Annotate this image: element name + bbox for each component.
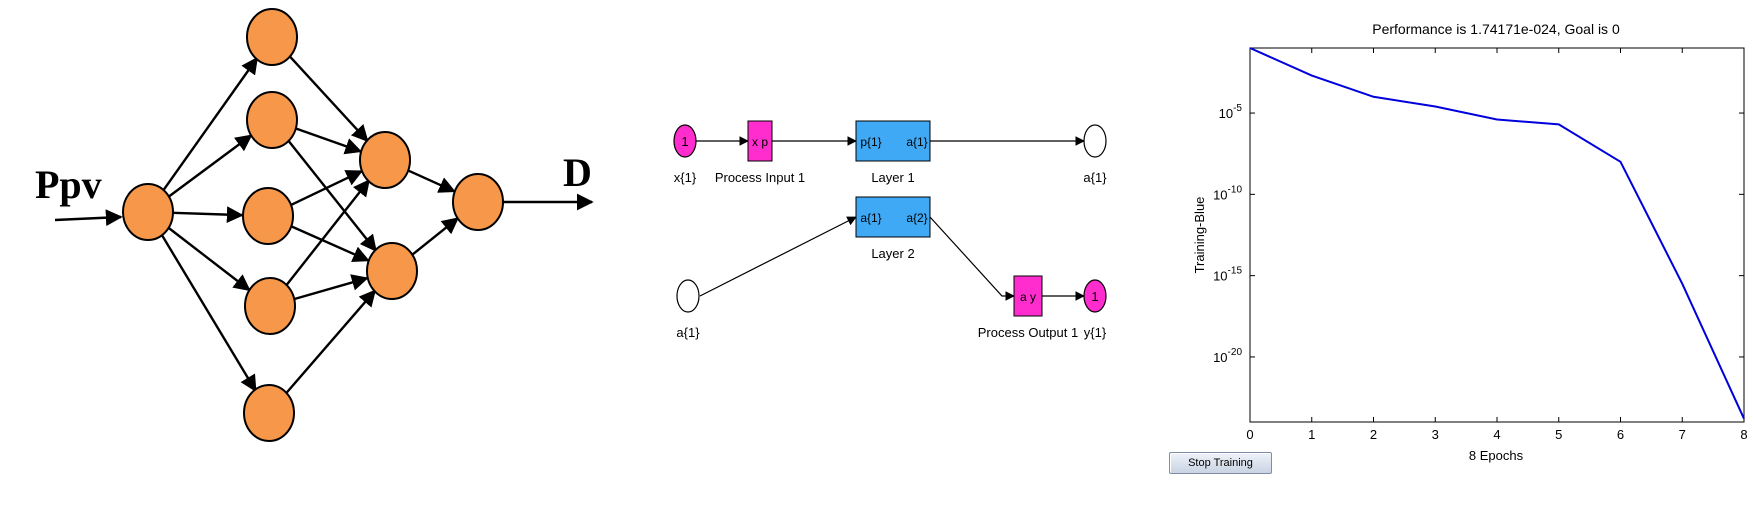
simulink-network-diagram: 1 x{1} x p Process Input 1 p{1} a{1} Lay… — [660, 0, 1140, 505]
y-axis-label: Training-Blue — [1192, 197, 1207, 274]
connection-h1-g1 — [288, 54, 369, 143]
connection-h4-g2 — [293, 274, 369, 301]
x-tick-label: 1 — [1308, 427, 1315, 442]
input-port-label: x{1} — [674, 170, 697, 185]
connection-h4-g1 — [284, 179, 370, 288]
input-port-x1[interactable]: 1 — [673, 124, 697, 158]
training-performance-window: Performance is 1.74171e-024, Goal is 0 1… — [1160, 0, 1754, 505]
connection-h2-g2 — [286, 138, 377, 252]
x-tick-label: 0 — [1246, 427, 1253, 442]
stop-training-button[interactable]: Stop Training — [1169, 452, 1272, 474]
neuron-g1 — [359, 131, 411, 189]
x-tick-label: 3 — [1432, 427, 1439, 442]
wire-a1-to-layer2 — [699, 216, 857, 297]
neuron-h2 — [246, 91, 298, 149]
process-input-label: Process Input 1 — [715, 170, 805, 185]
layer2-input-port-a1[interactable] — [676, 279, 700, 313]
connection-h2-g1 — [295, 127, 363, 155]
connection-in-h3 — [172, 206, 244, 224]
y-tick-label: 10-20 — [1213, 347, 1242, 365]
x-tick-label: 4 — [1493, 427, 1500, 442]
x-tick-label: 2 — [1370, 427, 1377, 442]
network-connections — [54, 54, 594, 395]
output-port-y1-label: y{1} — [1084, 325, 1107, 340]
connection-g2-out — [410, 217, 460, 257]
layer2-label: Layer 2 — [871, 246, 914, 261]
neuron-out — [452, 173, 504, 231]
neuron-h4 — [244, 277, 296, 335]
y-tick-label: 10-15 — [1213, 266, 1242, 284]
performance-chart: Performance is 1.74171e-024, Goal is 0 1… — [1192, 21, 1748, 463]
simulink-svg: 1 x{1} x p Process Input 1 p{1} a{1} Lay… — [673, 120, 1107, 340]
layer1-output-port: a{1} — [906, 135, 927, 149]
neural-network-svg: Ppv D — [35, 8, 594, 442]
process-input-ports: x p — [752, 135, 768, 149]
neuron-in — [122, 183, 174, 241]
x-tick-label: 5 — [1555, 427, 1562, 442]
x-axis-label: 8 Epochs — [1469, 448, 1524, 463]
output-port-number: 1 — [1091, 289, 1098, 304]
y-axis-ticks: 10-5 10-10 10-15 10-20 — [1213, 103, 1744, 365]
y-tick-label: 10-5 — [1219, 103, 1243, 121]
connection-in-h2 — [167, 134, 253, 199]
connection-h3-g1 — [290, 170, 364, 207]
neuron-h3 — [242, 187, 294, 245]
layer2-input-port-label: a{1} — [676, 325, 700, 340]
layer1-block[interactable]: p{1} a{1} — [855, 120, 931, 162]
connection-in-h5 — [159, 232, 257, 393]
layer2-output-port: a{2} — [906, 211, 927, 225]
process-input-block[interactable]: x p — [747, 120, 773, 162]
layer1-label: Layer 1 — [871, 170, 914, 185]
input-port-number: 1 — [681, 134, 688, 149]
layer2-block[interactable]: a{1} a{2} — [855, 196, 931, 238]
connection-in-h1 — [161, 56, 258, 193]
layer1-input-port: p{1} — [860, 135, 881, 149]
training-series-line — [1249, 47, 1745, 420]
connection-h3-g2 — [290, 225, 370, 263]
output-port-a1-label: a{1} — [1083, 170, 1107, 185]
network-nodes — [122, 8, 504, 442]
process-output-label: Process Output 1 — [978, 325, 1078, 340]
layer2-input-port: a{1} — [860, 211, 881, 225]
neuron-g2 — [366, 242, 418, 300]
x-tick-label: 8 — [1740, 427, 1747, 442]
chart-title: Performance is 1.74171e-024, Goal is 0 — [1372, 21, 1620, 37]
plot-area — [1249, 47, 1745, 423]
neural-network-diagram: Ppv D — [0, 0, 620, 505]
y-tick-label: 10-10 — [1213, 184, 1242, 202]
neuron-h1 — [246, 8, 298, 66]
input-label-ppv: Ppv — [35, 162, 102, 207]
x-axis-ticks: 0 1 2 3 4 5 6 7 8 — [1246, 48, 1748, 442]
output-port-a1[interactable] — [1083, 124, 1107, 158]
process-output-ports: a y — [1020, 290, 1036, 304]
connection-h5-g2 — [284, 289, 377, 395]
output-port-y1[interactable]: 1 — [1083, 279, 1107, 313]
connection-in-h4 — [167, 226, 251, 292]
output-label-d: D — [563, 150, 592, 195]
connection-g1-out — [407, 169, 456, 193]
x-tick-label: 6 — [1617, 427, 1624, 442]
wire-layer2-to-process-output — [929, 216, 1015, 301]
input-arrow — [54, 209, 123, 227]
x-tick-label: 7 — [1679, 427, 1686, 442]
process-output-block[interactable]: a y — [1013, 275, 1043, 317]
neuron-h5 — [243, 384, 295, 442]
